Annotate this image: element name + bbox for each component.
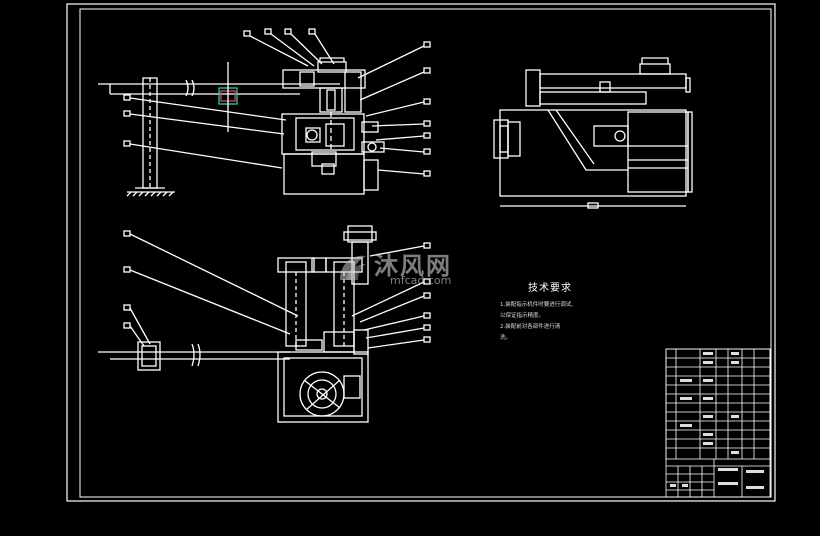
outer-frame (66, 3, 776, 502)
technical-requirement-line-4: 洗。 (500, 335, 512, 341)
technical-requirement-line-1: 1.装配指示机件时要进行调试, (500, 302, 573, 308)
watermark-logo-icon (340, 255, 366, 280)
front-view (98, 28, 431, 197)
side-view (493, 57, 693, 209)
technical-requirement-line-3: 2.装配前对各部件进行清 (500, 324, 561, 330)
technical-requirements-title: 技术要求 (528, 283, 572, 294)
watermark-site: mfcad.com (390, 274, 452, 287)
title-block (665, 348, 771, 498)
title-block-fill-marks (670, 352, 764, 489)
technical-requirement-line-2: 以保证指示精度。 (500, 313, 545, 319)
inner-frame (79, 8, 772, 498)
watermark-brand: 沐风网 (374, 252, 452, 280)
